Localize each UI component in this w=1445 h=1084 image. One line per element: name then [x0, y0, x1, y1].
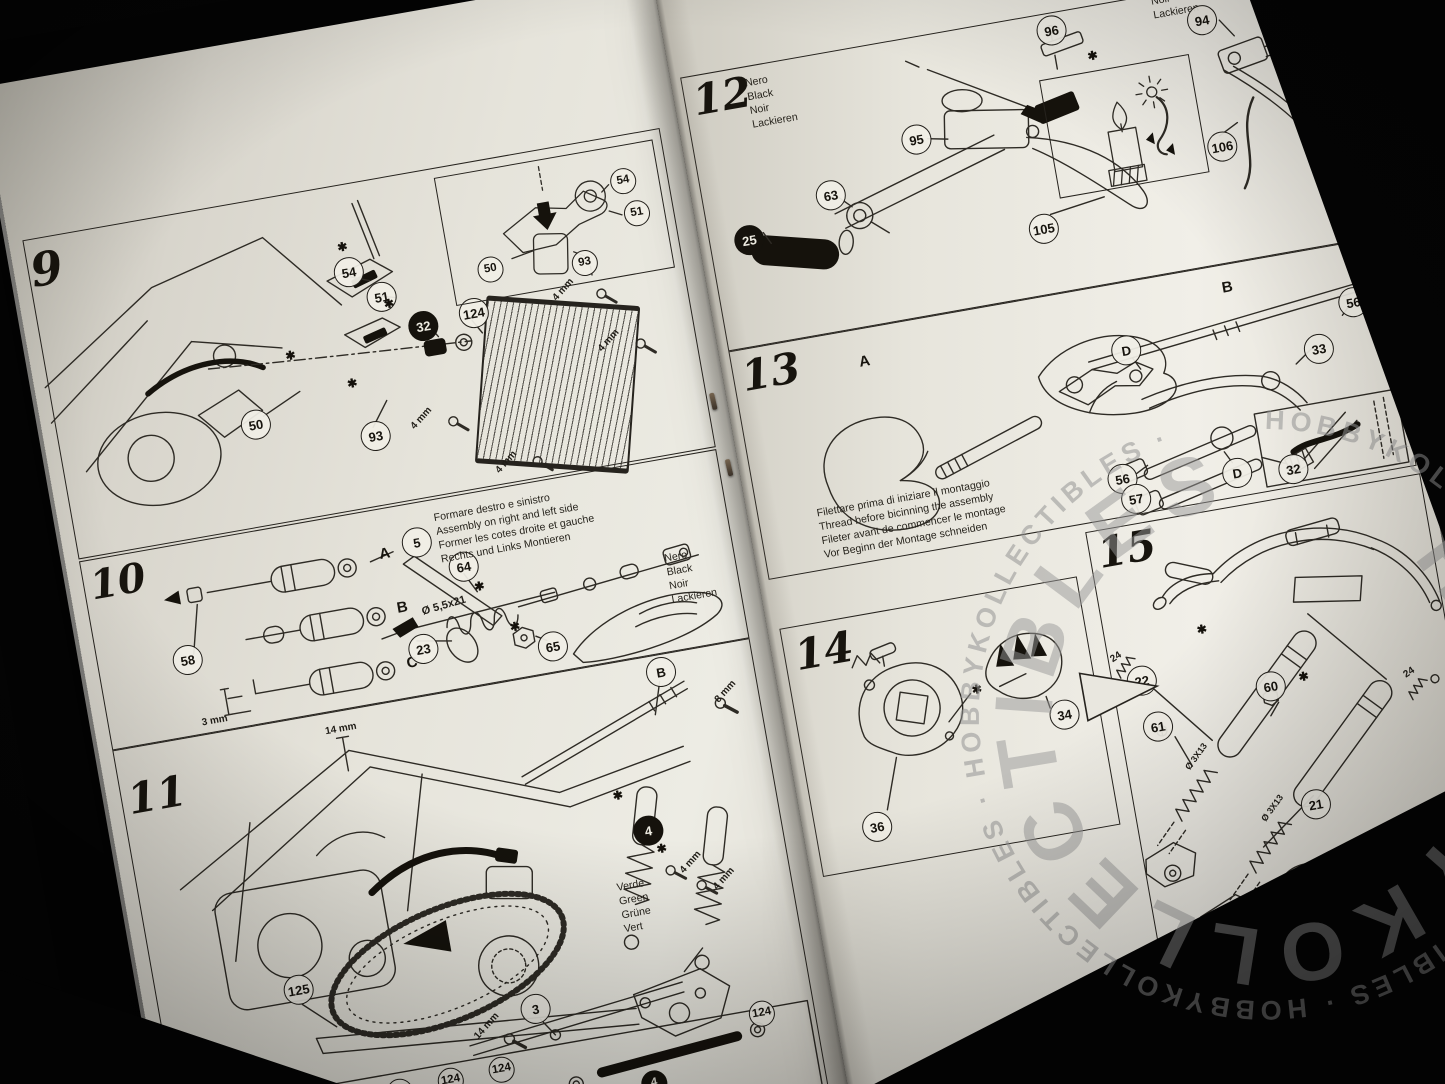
step14-pointer-tail [1078, 672, 1160, 722]
glue-mark-icon: ✱ [611, 787, 624, 804]
glue-mark-icon: ✱ [473, 578, 486, 595]
step10-diagram [164, 543, 723, 717]
glue-mark-icon: ✱ [1086, 47, 1099, 64]
radiator-part [474, 295, 641, 474]
paint-black-note: Nero Black Noir Lackieren [663, 545, 718, 608]
step13-number: 13 [737, 342, 804, 402]
step10-panel: 10 [78, 449, 750, 751]
step11-diagram [179, 680, 828, 1084]
step11-number: 11 [123, 765, 190, 825]
step14-number: 14 [791, 621, 858, 681]
step10-number: 10 [86, 553, 150, 610]
glue-mark-icon: ✱ [284, 347, 297, 364]
step15-panel: 15 [1085, 473, 1445, 1067]
candle-inset-diagram [1107, 75, 1176, 188]
paint-black-note: Nero Black Noir Lackieren [744, 70, 799, 133]
glue-mark-icon: ✱ [1297, 668, 1310, 685]
glue-mark-icon: ✱ [382, 295, 396, 312]
glue-mark-icon: ✱ [508, 618, 522, 635]
step9-inset-diagram [502, 165, 623, 276]
glue-mark-icon: ✱ [1195, 621, 1209, 638]
step14-panel: 14 36 34 ✱ [779, 576, 1121, 877]
step14-diagram [851, 632, 1063, 811]
page-left: 9 [0, 0, 860, 1084]
step11-panel: 11 [112, 638, 839, 1084]
step9-inset-panel: 54 51 50 93 [433, 139, 675, 307]
glue-mark-icon: ✱ [655, 840, 668, 857]
glue-mark-icon: ✱ [970, 681, 984, 698]
candle-inset-panel [1039, 53, 1210, 199]
step15-number: 15 [1093, 519, 1160, 578]
glue-mark-icon: ✱ [336, 239, 349, 255]
step9-panel: 9 [22, 128, 716, 560]
glue-mark-icon: ✱ [346, 375, 359, 392]
